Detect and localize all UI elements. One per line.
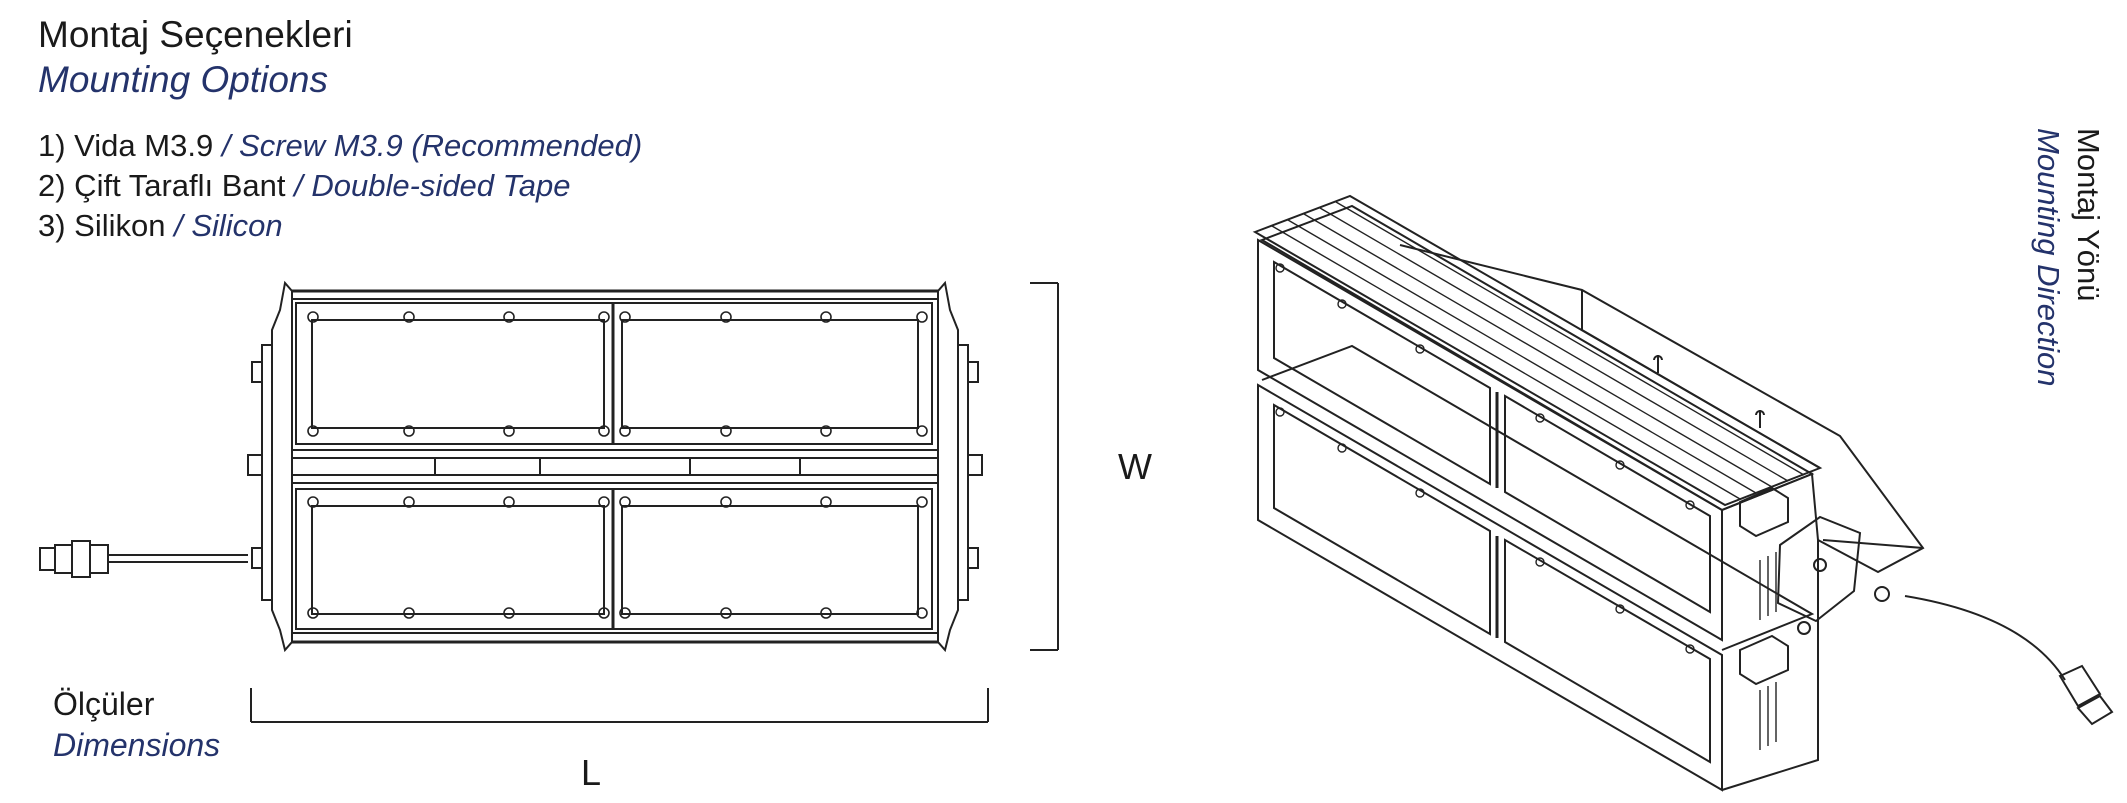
width-dimension-line [1030,282,1059,651]
length-dimension-line [250,688,989,723]
dimensions-title-en: Dimensions [53,727,221,763]
mounting-options-title: Montaj Seçenekleri [38,14,353,55]
perspective-view-drawing [1252,194,2114,792]
option-3-tr: 3) Silikon [38,208,166,243]
option-1-en: / Screw M3.9 (Recommended) [213,128,643,163]
width-dimension-label: W [1118,446,1152,487]
option-2-tr: 2) Çift Taraflı Bant [38,168,286,203]
dimensions-title: Ölçüler [53,686,155,722]
front-view-drawing [39,280,983,653]
mounting-option-2: 2) Çift Taraflı Bant / Double-sided Tape [38,168,570,204]
mounting-option-1: 1) Vida M3.9 / Screw M3.9 (Recommended) [38,128,642,164]
length-dimension-label: L [581,752,602,793]
option-3-en: / Silicon [165,208,283,243]
mounting-option-3: 3) Silikon / Silicon [38,208,283,244]
option-2-en: / Double-sided Tape [285,168,571,203]
option-1-tr: 1) Vida M3.9 [38,128,214,163]
mounting-options-title-en: Mounting Options [38,59,329,100]
